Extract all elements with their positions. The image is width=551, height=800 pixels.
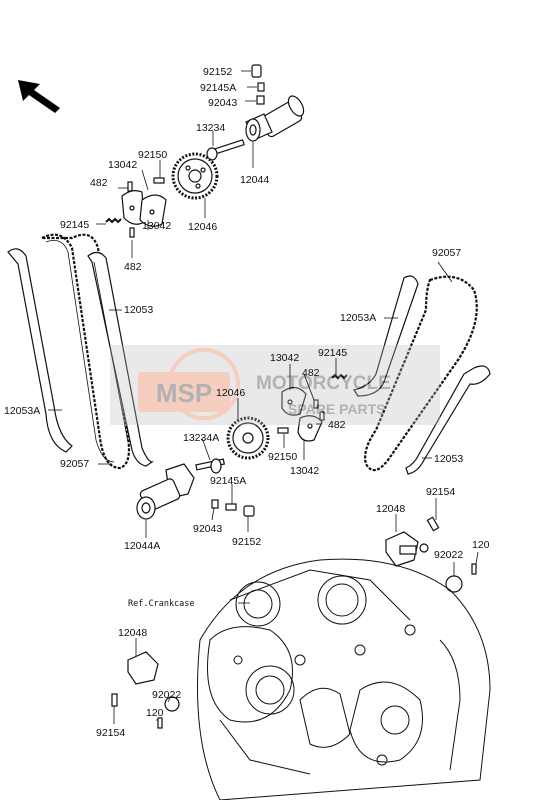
lower-camshaft-assembly bbox=[136, 373, 348, 520]
crankcase-reference bbox=[197, 558, 491, 800]
part-label: 13042 bbox=[142, 220, 171, 232]
part-label: 120 bbox=[146, 707, 164, 719]
ref-crankcase-label: Ref.Crankcase bbox=[128, 599, 195, 609]
part-label: 92022 bbox=[434, 549, 463, 561]
part-label: 92022 bbox=[152, 689, 181, 701]
part-label: 12048 bbox=[376, 503, 405, 515]
chain-tensioners bbox=[111, 516, 477, 729]
watermark-brand-line2: SPARE PARTS bbox=[288, 401, 386, 417]
part-label: 92150 bbox=[138, 149, 167, 161]
upper-camshaft-assembly bbox=[105, 64, 305, 238]
part-label: 92145 bbox=[60, 219, 89, 231]
leader-lines bbox=[48, 70, 479, 724]
part-label: 92043 bbox=[208, 97, 237, 109]
part-label: 12046 bbox=[216, 387, 245, 399]
part-label: 13234A bbox=[183, 432, 219, 444]
part-label: 482 bbox=[302, 367, 320, 379]
part-label: 92057 bbox=[432, 247, 461, 259]
part-labels: 92152 92145A 92043 13234 12044 92150 130… bbox=[4, 66, 490, 739]
part-label: 12053 bbox=[434, 453, 463, 465]
part-label: 120 bbox=[472, 539, 490, 551]
part-label: 92150 bbox=[268, 451, 297, 463]
part-label: 482 bbox=[328, 419, 346, 431]
part-label: 12044A bbox=[124, 540, 160, 552]
part-label: 12046 bbox=[188, 221, 217, 233]
part-label: 92154 bbox=[426, 486, 455, 498]
part-label: 92043 bbox=[193, 523, 222, 535]
part-label: 12053A bbox=[4, 405, 40, 417]
watermark-logo-ring bbox=[168, 348, 240, 420]
part-label: 482 bbox=[90, 177, 108, 189]
part-label: 12044 bbox=[240, 174, 269, 186]
part-label: 92152 bbox=[203, 66, 232, 78]
watermark-logo-badge bbox=[138, 372, 230, 412]
watermark-logo: MSP bbox=[156, 378, 212, 408]
part-label: 13234 bbox=[196, 122, 225, 134]
left-cam-chain-and-guides bbox=[7, 233, 154, 470]
watermark-band bbox=[110, 345, 440, 425]
part-label: 13042 bbox=[290, 465, 319, 477]
part-label: 92057 bbox=[60, 458, 89, 470]
part-label: 92145A bbox=[200, 82, 236, 94]
part-label: 92145 bbox=[318, 347, 347, 359]
part-label: 12053 bbox=[124, 304, 153, 316]
part-label: 482 bbox=[124, 261, 142, 273]
part-label: 13042 bbox=[108, 159, 137, 171]
part-label: 12048 bbox=[118, 627, 147, 639]
right-cam-chain-and-guides bbox=[353, 275, 491, 475]
part-label: 92152 bbox=[232, 536, 261, 548]
part-label: 92154 bbox=[96, 727, 125, 739]
part-label: 13042 bbox=[270, 352, 299, 364]
watermark-brand-line1: MOTORCYCLE bbox=[256, 373, 391, 394]
part-label: 12053A bbox=[340, 312, 376, 324]
front-direction-arrow-icon bbox=[18, 80, 60, 113]
part-label: 92145A bbox=[210, 475, 246, 487]
